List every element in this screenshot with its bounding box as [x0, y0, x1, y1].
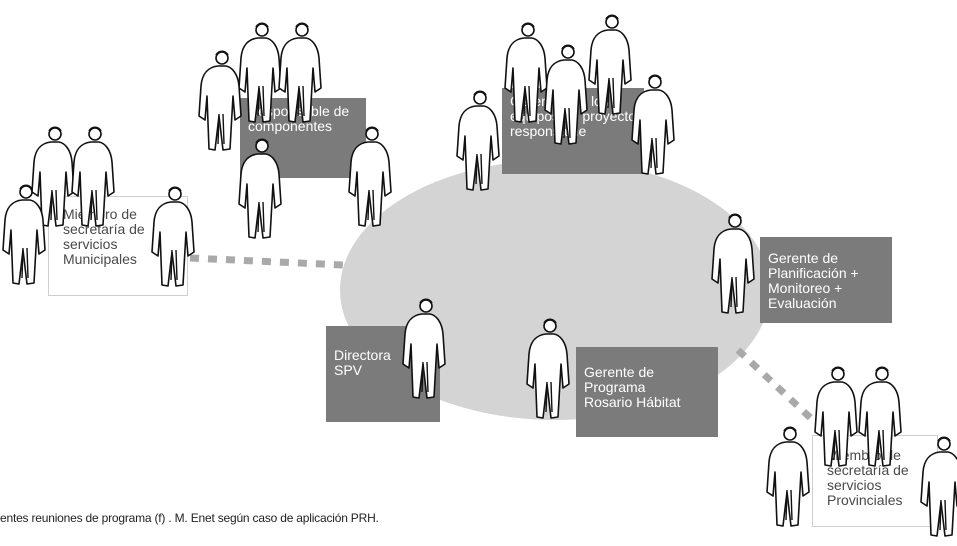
box-line: Programa	[584, 379, 646, 395]
box-miembro-provincial: Miembro de secretaría de servicios Provi…	[812, 435, 938, 527]
box-gerente-planificacion: Gerente de Planificación + Monitoreo + E…	[760, 237, 892, 323]
box-gerente-programa: Gerente de Programa Rosario Hábitat	[576, 347, 718, 437]
box-line: servicios	[63, 236, 118, 252]
box-line: Directora	[334, 347, 391, 363]
box-line: SPV	[334, 362, 363, 378]
box-directora: Directora SPV	[326, 326, 440, 422]
box-line: Miembro de	[63, 206, 137, 222]
box-line: secretaría de	[827, 462, 909, 478]
box-line: Evaluación	[768, 295, 837, 311]
box-line: responsable	[510, 123, 587, 139]
dotted-link-provincial	[735, 347, 821, 428]
dotted-link-municipal	[189, 254, 344, 269]
box-line: Municipales	[63, 251, 137, 267]
box-line: Gerente de	[584, 364, 655, 380]
box-line: Rosario Hábitat	[584, 394, 681, 410]
box-line: secretaría de	[63, 221, 145, 237]
box-gerentes-equipos: Gerentes de los equipos de proyecto resp…	[502, 88, 644, 174]
box-responsable-componentes: Responsable de componentes	[240, 98, 366, 178]
box-line: Planificación +	[768, 265, 859, 281]
figure-caption: entes reuniones de programa (f) . M. Ene…	[0, 511, 379, 525]
box-line: Miembro de	[827, 447, 901, 463]
box-line: Provinciales	[827, 492, 903, 508]
box-line: componentes	[248, 118, 333, 134]
box-line: Monitoreo +	[768, 280, 843, 296]
box-line: Responsable de	[248, 103, 350, 119]
box-line: equipos de proyecto	[510, 108, 637, 124]
box-miembro-municipal: Miembro de secretaría de servicios Munic…	[48, 196, 188, 296]
box-line: Gerentes de los	[510, 93, 609, 109]
box-line: servicios	[827, 477, 882, 493]
box-line: Gerente de	[768, 250, 839, 266]
